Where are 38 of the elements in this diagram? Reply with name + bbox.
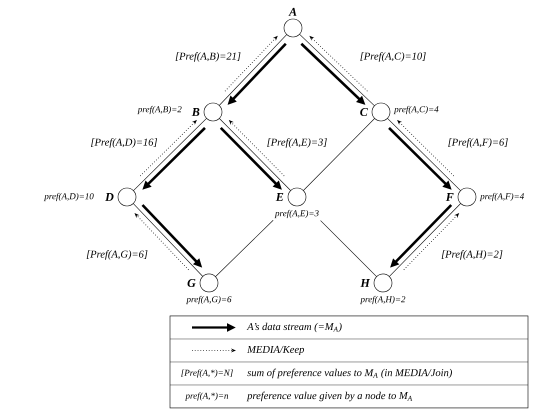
link-line <box>389 203 461 277</box>
node-letter: E <box>276 193 284 201</box>
legend-text: sum of preference values to M$_{A}$ (in MEDIA/Join) <box>247 368 452 378</box>
link-line <box>219 118 291 191</box>
node-letter: D <box>105 193 114 201</box>
legend-key: [Pref(A,*)=N] <box>181 369 233 378</box>
preference-label: pref(A,E)=3 <box>274 208 320 220</box>
preference-label: pref(A,D)=10 <box>43 192 95 202</box>
edge-label: [Pref(A,D)=16] <box>89 137 159 149</box>
node-letter: A <box>288 8 296 16</box>
edge-label: [Pref(A,B)=21] <box>174 51 242 63</box>
link-line <box>303 118 375 191</box>
node-letter: G <box>188 278 196 287</box>
legend-text: MEDIA/Keep <box>247 346 304 356</box>
link-line <box>219 34 287 106</box>
node-letter: F <box>446 193 454 201</box>
preference-label: pref(A,H)=2 <box>360 294 406 306</box>
legend-text: A’s data stream (=M$_{A}$) <box>246 322 342 332</box>
node-letter: H <box>360 279 370 287</box>
link-line <box>133 118 207 191</box>
link-line <box>133 203 203 277</box>
preference-label: pref(A,G)=6 <box>186 294 232 306</box>
edge-label: [Pref(A,G)=6] <box>85 249 149 261</box>
preference-label: pref(A,B)=2 <box>136 104 183 116</box>
link-line <box>299 34 375 106</box>
link-line <box>387 118 461 191</box>
legend-key: pref(A,*)=n <box>184 392 228 401</box>
edge-label: [Pref(A,H)=2] <box>440 249 504 261</box>
edge-label: [Pref(A,F)=6] <box>446 137 510 149</box>
link-line <box>320 220 377 277</box>
edge-label: [Pref(A,C)=10] <box>358 51 428 63</box>
node-letter: C <box>360 108 368 116</box>
preference-label: pref(A,F)=4 <box>479 192 526 202</box>
legend-text: preference value given by a node to M$_{A}$ <box>246 392 412 402</box>
node-letter: B <box>192 108 200 116</box>
preference-label: pref(A,C)=4 <box>393 104 440 116</box>
edge-label: [Pref(A,E)=3] <box>266 137 328 149</box>
link-line <box>215 220 274 277</box>
